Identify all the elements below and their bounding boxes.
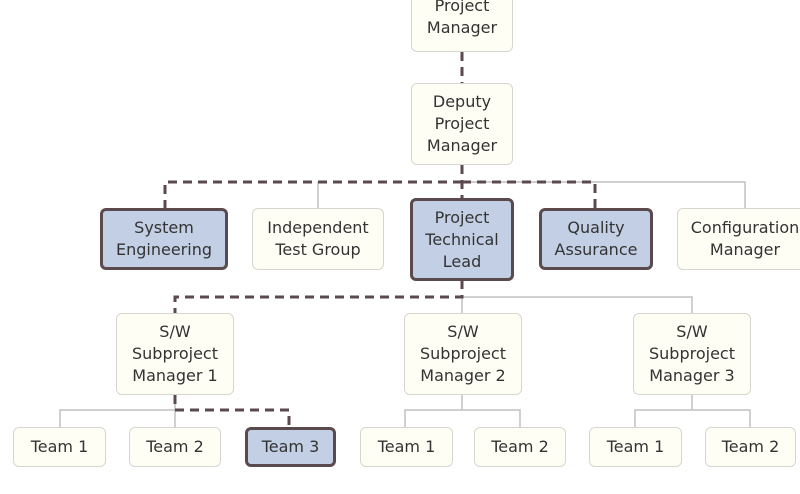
node-spm1-team-3[interactable]: Team 3 [245,427,336,467]
node-spm3-team-2[interactable]: Team 2 [705,427,796,467]
node-spm2-team-1[interactable]: Team 1 [360,427,453,467]
node-quality-assurance[interactable]: Quality Assurance [539,208,653,270]
node-spm2-team-2[interactable]: Team 2 [474,427,566,467]
node-spm1-team-1[interactable]: Team 1 [13,427,106,467]
highlighted-dashed-path [163,52,597,427]
node-project-technical-lead[interactable]: Project Technical Lead [410,198,514,281]
node-spm3-team-1[interactable]: Team 1 [589,427,682,467]
solid-connectors [59,181,751,427]
node-sw-subproject-manager-2[interactable]: S/W Subproject Manager 2 [404,313,522,395]
node-project-manager[interactable]: Project Manager [411,0,513,52]
node-configuration-manager[interactable]: Configuration Manager [677,208,800,270]
node-sw-subproject-manager-1[interactable]: S/W Subproject Manager 1 [116,313,234,395]
node-deputy-project-manager[interactable]: Deputy Project Manager [411,83,513,165]
node-independent-test-group[interactable]: Independent Test Group [252,208,384,270]
node-sw-subproject-manager-3[interactable]: S/W Subproject Manager 3 [633,313,751,395]
node-spm1-team-2[interactable]: Team 2 [129,427,221,467]
node-system-engineering[interactable]: System Engineering [100,208,228,270]
